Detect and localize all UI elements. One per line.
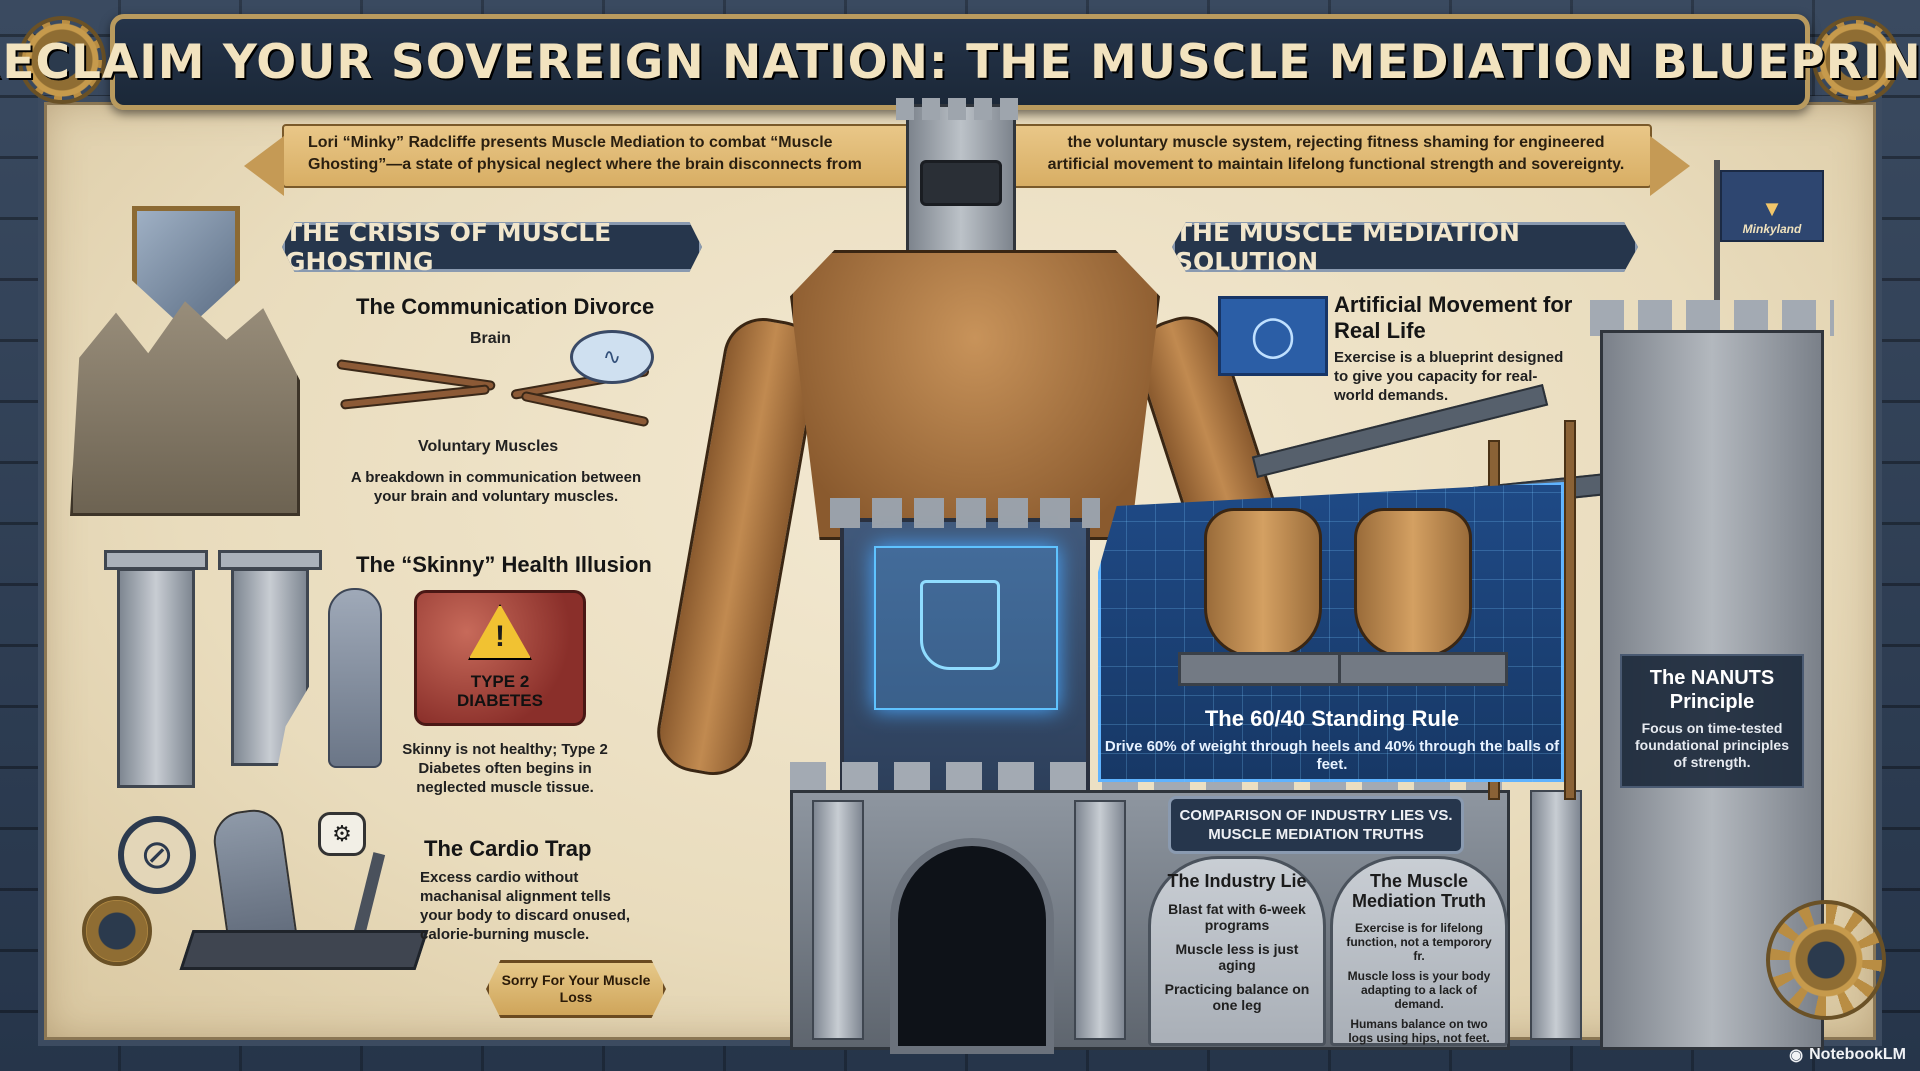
nanuts-title: The NANUTS Principle — [1649, 667, 1775, 713]
brain-label: Brain — [470, 330, 511, 347]
muscle-truth-title: The Muscle Mediation Truth — [1352, 871, 1486, 911]
muscle-loss-sign: Sorry For Your Muscle Loss — [486, 960, 666, 1018]
hologram-screen — [874, 546, 1058, 710]
flag-emblem-icon: ▼ — [1761, 196, 1783, 221]
pillar-cap-left — [104, 550, 208, 570]
cardio-title: The Cardio Trap — [424, 836, 592, 861]
notebooklm-label: NotebookLM — [1809, 1046, 1906, 1063]
divorce-text: A breakdown in communication between you… — [350, 469, 642, 505]
voluntary-muscles-label: Voluntary Muscles — [418, 438, 559, 455]
pillar-cap-right — [218, 550, 322, 570]
muscle-truth-item: Humans balance on two logs using hips, n… — [1348, 1017, 1490, 1045]
notebooklm-watermark: ◉ NotebookLM — [1789, 1045, 1906, 1065]
flag-pole — [1714, 160, 1720, 310]
left-foot-pedestal — [1178, 652, 1348, 686]
standing-rule-title: The 60/40 Standing Rule — [1204, 706, 1460, 731]
nanuts-text: Focus on time-tested foundational princi… — [1634, 720, 1789, 770]
blueprint-icon: ◯ — [1218, 296, 1328, 376]
industry-lie-item: Muscle less is just aging — [1175, 941, 1299, 973]
title-banner: RECLAIM YOUR SOVEREIGN NATION: THE MUSCL… — [0, 14, 1920, 110]
intro-left-text: Lori “Minky” Radcliffe presents Muscle M… — [308, 134, 862, 173]
right-foot-illustration — [1354, 508, 1472, 658]
crumbling-pillar-right — [231, 568, 309, 766]
scaffold-pole-right — [1564, 420, 1576, 800]
person-silhouette-icon — [328, 588, 382, 768]
thought-bubble-icon: ∿ — [570, 330, 654, 384]
crisis-section-header: THE CRISIS OF MUSCLE GHOSTING — [282, 222, 702, 272]
standing-rule-text: Drive 60% of weight through heels and 40… — [1104, 738, 1560, 773]
industry-lie-tablet: The Industry Lie Blast fat with 6-week p… — [1148, 856, 1326, 1046]
gear-icon-right — [1812, 16, 1900, 104]
visor-slit — [920, 160, 1002, 206]
hologram-panel — [1098, 482, 1564, 782]
industry-lie-title: The Industry Lie — [1167, 871, 1307, 891]
gear-icon-bottom-right — [1766, 900, 1886, 1020]
ruined-wall-illustration — [70, 301, 300, 516]
nanuts-principle-box: The NANUTS Principle Focus on time-teste… — [1620, 654, 1804, 788]
minkyland-flag: ▼ Minkyland — [1720, 170, 1824, 242]
divorce-title: The Communication Divorce — [356, 294, 655, 319]
boot-blueprint-icon — [920, 580, 1000, 670]
kettlebell-thought-icon: ⚙ — [318, 812, 366, 856]
gear-icon-bottom-left — [82, 896, 152, 966]
industry-lie-item: Blast fat with 6-week programs — [1168, 901, 1306, 933]
right-foot-pedestal — [1338, 652, 1508, 686]
gear-icon-left — [18, 16, 106, 104]
artificial-title: Artificial Movement for Real Life — [1334, 292, 1573, 343]
flag-label: Minkyland — [1742, 222, 1802, 236]
muscle-truth-item: Muscle loss is your body adapting to a l… — [1347, 969, 1491, 1011]
comparison-header: COMPARISON OF INDUSTRY LIES VS. MUSCLE M… — [1168, 796, 1464, 854]
no-weights-icon: ⊘ — [118, 816, 196, 894]
hologram-grid — [1098, 482, 1564, 782]
intro-right-text: the voluntary muscle system, rejecting f… — [1047, 134, 1625, 173]
left-foot-illustration — [1204, 508, 1322, 658]
castle-column-right — [1530, 790, 1582, 1040]
treadmill-icon — [179, 930, 429, 970]
skinny-text: Skinny is not healthy; Type 2 Diabetes o… — [402, 741, 608, 796]
diabetes-warning-label: TYPE 2 DIABETES — [457, 672, 543, 710]
castle-column-middle — [1074, 800, 1126, 1040]
notebooklm-logo-icon: ◉ — [1789, 1047, 1804, 1064]
muscle-truth-tablet: The Muscle Mediation Truth Exercise is f… — [1330, 856, 1508, 1046]
castle-gate — [890, 838, 1054, 1054]
muscle-truth-item: Exercise is for lifelong function, not a… — [1346, 921, 1492, 963]
skinny-title: The “Skinny” Health Illusion — [356, 552, 652, 577]
industry-lie-item: Practicing balance on one leg — [1164, 981, 1310, 1013]
castle-column-left — [812, 800, 864, 1040]
cracked-pillar-left — [117, 568, 195, 788]
artificial-text: Exercise is a blueprint designed to give… — [1334, 349, 1564, 404]
cardio-text: Excess cardio without machanisal alignme… — [420, 869, 631, 943]
muscular-torso-illustration — [790, 250, 1160, 540]
tower-head-crenellation — [896, 98, 1026, 120]
solution-section-header: THE MUSCLE MEDIATION SOLUTION — [1172, 222, 1638, 272]
torso-tower-crenellation — [830, 498, 1100, 528]
page-title: RECLAIM YOUR SOVEREIGN NATION: THE MUSCL… — [0, 34, 1920, 90]
